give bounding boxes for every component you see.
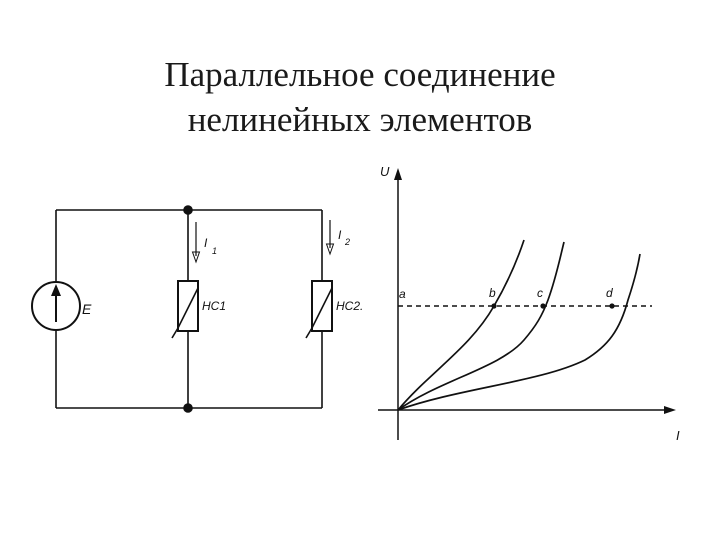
junction-bottom — [183, 403, 193, 413]
current-2-subscript: 2 — [344, 237, 350, 247]
title-line-2: нелинейных элементов — [187, 100, 533, 139]
characteristic-curve-2 — [397, 241, 565, 411]
current-2-label: I — [338, 228, 342, 242]
element-2-label: НС2. — [336, 299, 363, 313]
point-b-label: b — [489, 286, 496, 300]
element-1-label: НС1 — [202, 299, 226, 313]
volt-ampere-graph — [378, 168, 676, 440]
source-label: E — [82, 301, 92, 317]
circuit-diagram — [31, 205, 335, 413]
characteristic-curve-sum — [397, 253, 641, 411]
current-1-arrow-head — [191, 251, 201, 264]
current-2-arrow-head — [325, 243, 335, 256]
characteristic-curve-1 — [397, 239, 525, 411]
point-b-marker — [491, 303, 497, 309]
element-2-nonlinear-mark — [305, 287, 333, 339]
point-a-label: a — [399, 287, 406, 301]
element-1-nonlinear-mark — [171, 287, 199, 339]
junction-top — [183, 205, 193, 215]
title-line-1: Параллельное соединение — [164, 55, 556, 94]
source-arrow-head — [51, 284, 61, 296]
x-axis-arrow — [664, 406, 676, 414]
y-axis-label: U — [380, 164, 390, 179]
point-c-marker — [540, 303, 546, 309]
y-axis-arrow — [394, 168, 402, 180]
slide-title: Параллельное соединение нелинейных элеме… — [0, 52, 720, 142]
point-d-marker — [609, 303, 615, 309]
point-c-label: c — [537, 286, 543, 300]
current-1-label: I — [204, 236, 208, 250]
point-d-label: d — [606, 286, 613, 300]
current-1-subscript: 1 — [212, 246, 217, 256]
x-axis-label: I — [676, 428, 680, 443]
